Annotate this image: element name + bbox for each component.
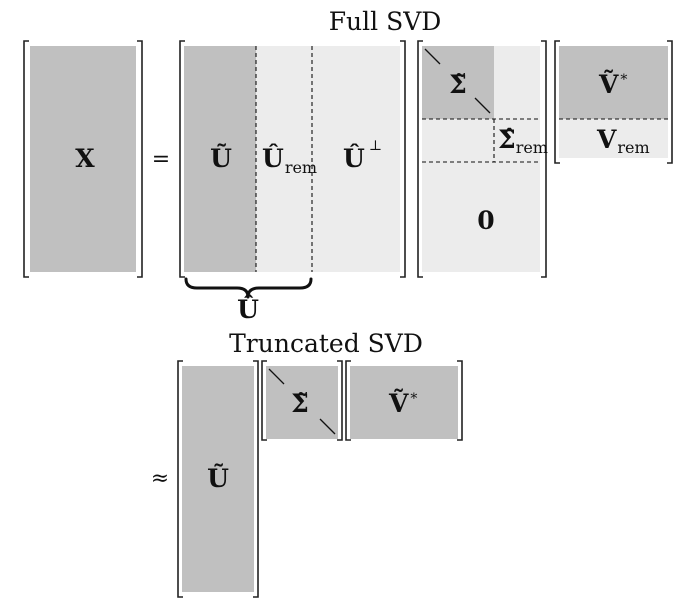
v-rem-symbol: V — [596, 125, 617, 154]
matrix-u-left-bracket — [179, 40, 185, 278]
sigma-zero-label: 0 — [477, 206, 494, 235]
v-rem-block — [559, 119, 668, 158]
v-tilde-superscript: * — [620, 72, 627, 88]
matrix-v-right-bracket — [667, 40, 673, 164]
matrix-x-block — [30, 46, 136, 272]
u-tilde-block — [184, 46, 256, 272]
sigma-tilde-diagonal-start — [424, 48, 441, 65]
sigma-rem-subscript: rem — [516, 138, 548, 157]
u-tilde-label: Ũ — [210, 144, 232, 173]
u-tilde-truncated-block — [182, 366, 254, 592]
matrix-u-full: Ũ Ûrem Û⊥ — [179, 40, 406, 278]
sigma-tilde-truncated-label: Σ̃ — [291, 389, 309, 418]
matrix-sigma-truncated-left-bracket — [261, 360, 267, 441]
matrix-u-truncated-right-bracket — [253, 360, 259, 598]
matrix-sigma-right-bracket — [541, 40, 547, 278]
u-rem-subscript: rem — [285, 158, 317, 177]
u-perp-block — [312, 46, 400, 272]
sigma-tilde-diagonal-end — [474, 97, 491, 114]
matrix-v-truncated: Ṽ* — [345, 360, 463, 441]
sigma-rem-label: Σ̂rem — [498, 125, 548, 157]
matrix-v-truncated-left-bracket — [345, 360, 351, 441]
u-perp-superscript: ⊥ — [369, 138, 382, 154]
u-tilde-truncated-label: Ũ — [207, 464, 229, 493]
v-tilde-block — [559, 46, 668, 119]
v-tilde-truncated-label: Ṽ* — [388, 389, 417, 418]
matrix-v-truncated-right-bracket — [457, 360, 463, 441]
truncated-svd-title: Truncated SVD — [229, 329, 423, 358]
matrix-v-full: Ṽ* Vrem — [554, 40, 673, 164]
matrix-x-label: X — [75, 144, 95, 173]
matrix-x: X — [23, 40, 143, 278]
v-rem-subscript: rem — [617, 138, 649, 157]
sigma-truncated-diagonal-end — [319, 418, 336, 435]
matrix-u-right-bracket — [400, 40, 406, 278]
sigma-truncated-diagonal-start — [268, 368, 285, 385]
v-tilde-label: Ṽ* — [598, 70, 627, 99]
full-svd-title: Full SVD — [329, 7, 442, 36]
matrix-sigma-left-bracket — [417, 40, 423, 278]
matrix-sigma-truncated: Σ̃ — [261, 360, 343, 441]
u-rem-block — [256, 46, 312, 272]
sigma-rem-symbol: Σ̂ — [498, 125, 516, 154]
matrix-sigma-full: Σ̃ Σ̂rem 0 — [417, 40, 548, 278]
u-hat-brace: Û — [184, 277, 313, 324]
matrix-x-right-bracket — [137, 40, 143, 278]
matrix-sigma-truncated-right-bracket — [337, 360, 343, 441]
approx-sign: ≈ — [151, 466, 169, 491]
v-tilde-symbol: Ṽ — [598, 70, 619, 99]
u-hat-brace-shape — [184, 277, 313, 299]
v-tilde-truncated-block — [350, 366, 458, 439]
matrix-x-left-bracket — [23, 40, 29, 278]
matrix-u-truncated: Ũ — [177, 360, 259, 598]
matrix-v-left-bracket — [554, 40, 560, 164]
u-rem-symbol: Û — [262, 144, 284, 173]
u-perp-label: Û⊥ — [343, 138, 382, 173]
matrix-u-truncated-left-bracket — [177, 360, 183, 598]
v-tilde-truncated-superscript: * — [410, 391, 417, 407]
u-perp-symbol: Û — [343, 144, 365, 173]
equals-sign: = — [152, 147, 170, 172]
v-rem-label: Vrem — [596, 125, 650, 157]
sigma-tilde-label: Σ̃ — [449, 70, 467, 99]
u-hat-brace-label: Û — [237, 295, 259, 324]
v-tilde-truncated-symbol: Ṽ — [388, 389, 409, 418]
u-rem-label: Ûrem — [262, 144, 317, 177]
